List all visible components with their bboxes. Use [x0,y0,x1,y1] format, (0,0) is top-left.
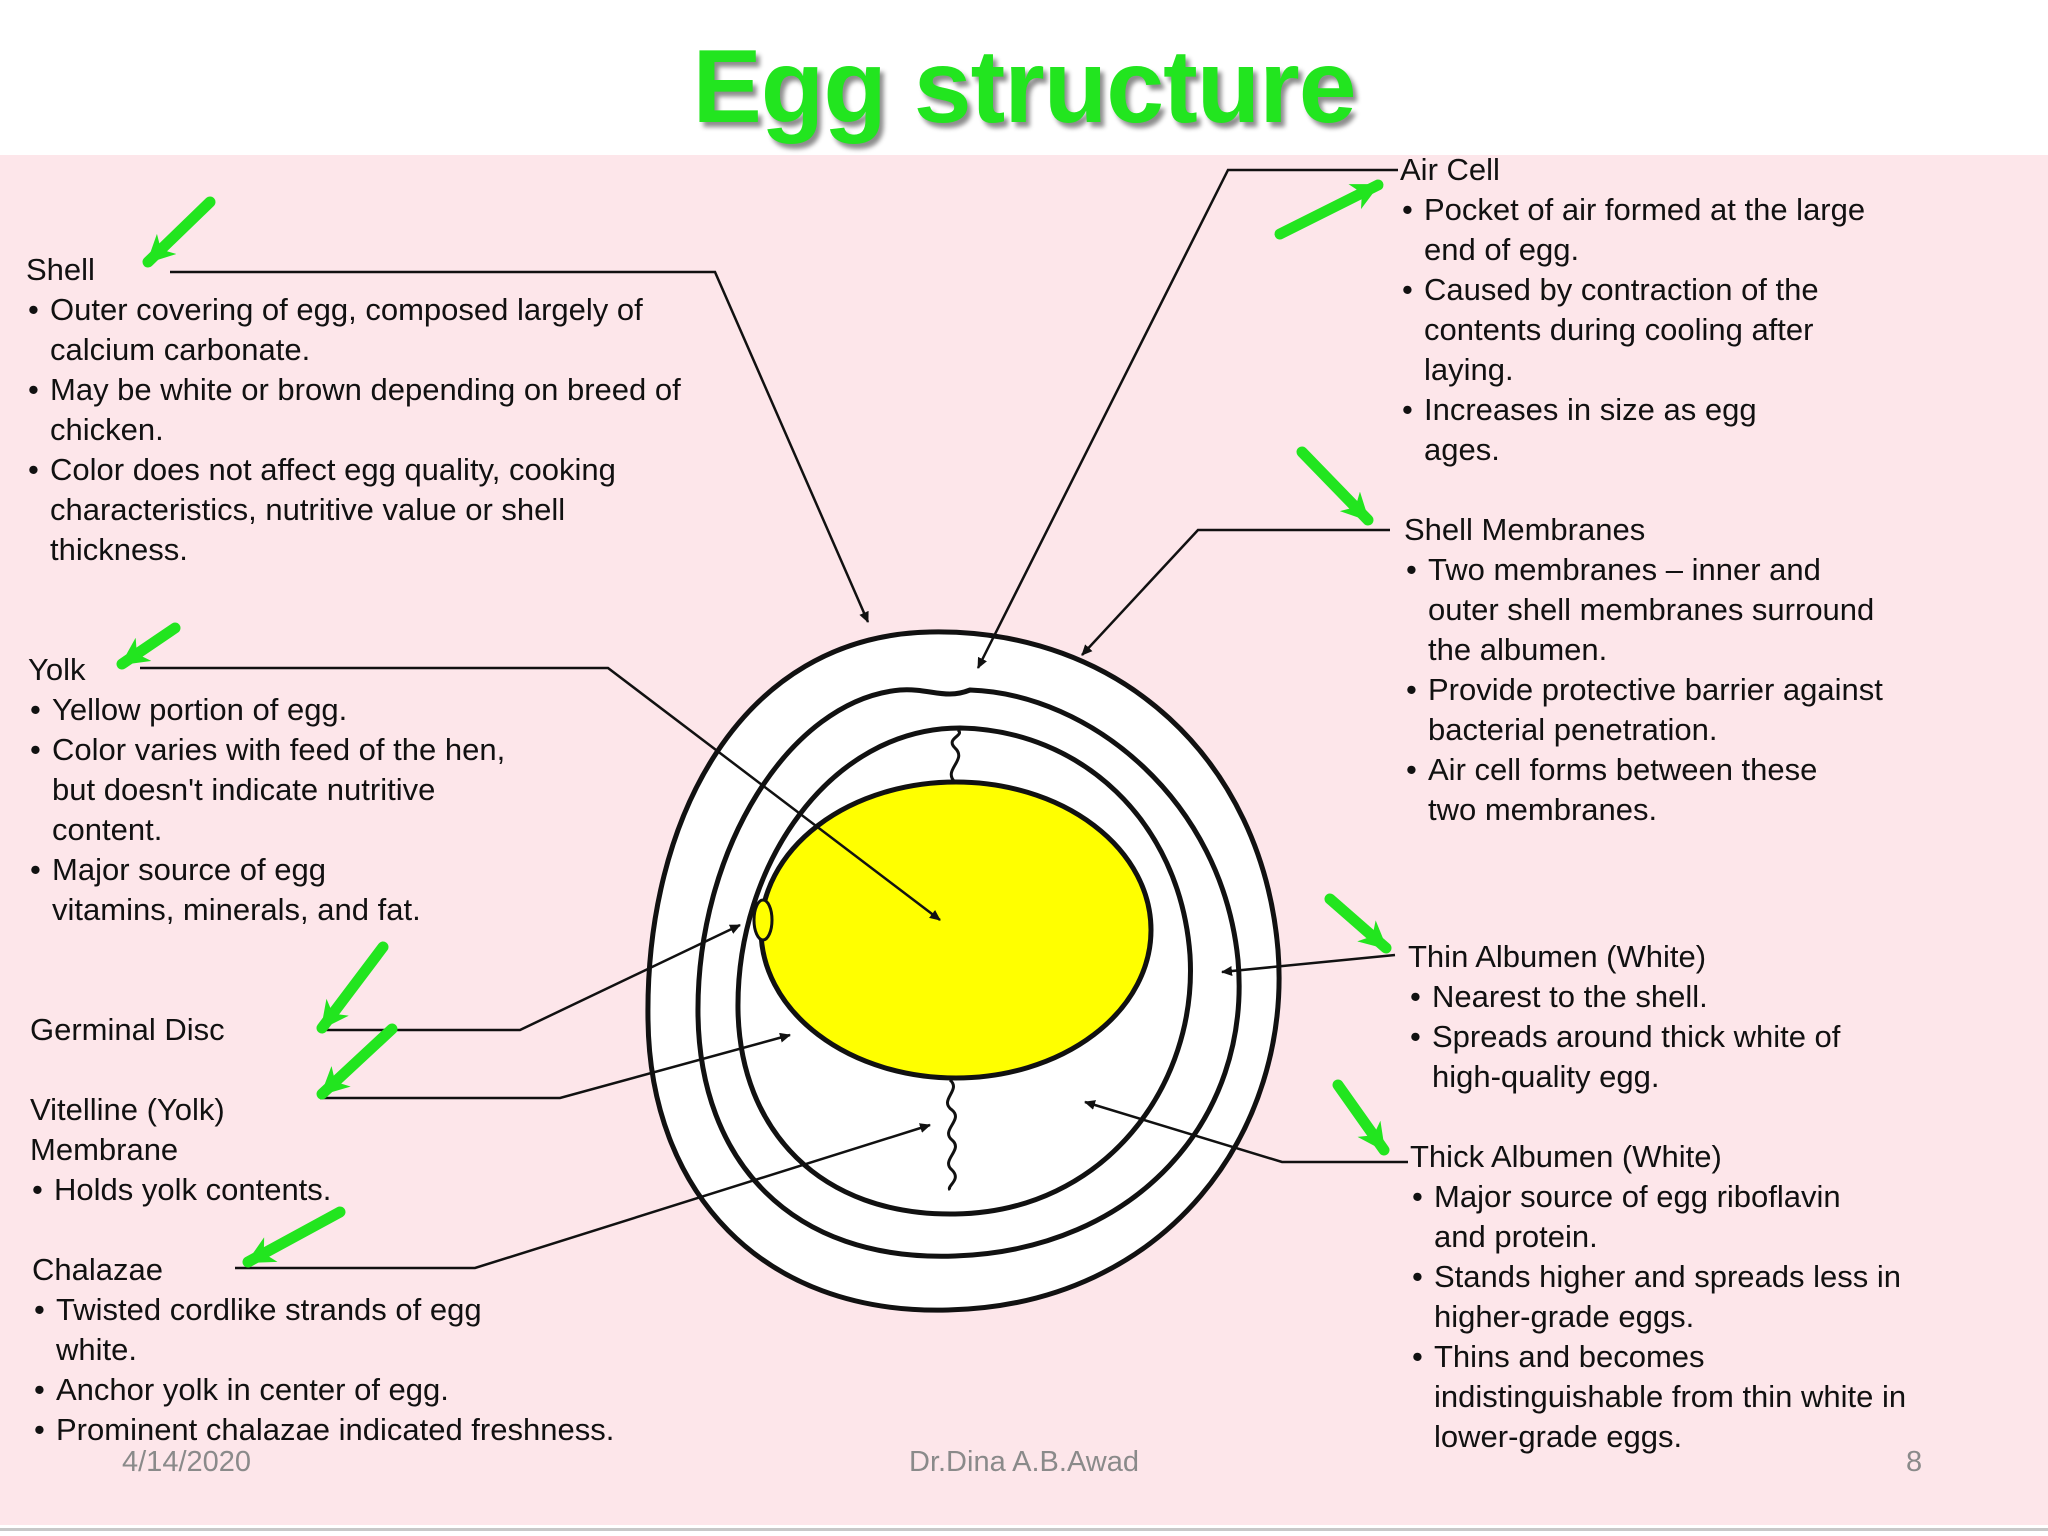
shell-bullet: Outer covering of egg, composed largely … [26,290,706,370]
slide-title: Egg structure [692,29,1356,145]
leader-shell [170,270,870,623]
green-arrow-chalazae [242,1206,346,1268]
shell-membranes-label-block: Shell Membranes Two membranes – inner an… [1404,510,1904,830]
yolk-title: Yolk [28,652,86,687]
green-arrow-air-cell [1274,179,1384,240]
shell-membranes-title: Shell Membranes [1404,512,1646,547]
shell-title: Shell [26,252,95,287]
chalaza-bottom [946,1078,957,1192]
chalazae-title: Chalazae [32,1252,163,1287]
chalaza-top [949,728,961,784]
thin-albumen-bullet: Nearest to the shell. [1408,977,1908,1017]
air-cell-bullet: Caused by contraction of the contents du… [1400,270,1864,390]
air-cell-label-block: Air Cell Pocket of air formed at the lar… [1400,150,1870,470]
vitelline-label-block: Vitelline (Yolk) Membrane Holds yolk con… [30,1090,450,1210]
leader-vitelline [320,1032,791,1100]
yolk-label-block: Yolk Yellow portion of egg. Color varies… [28,650,548,930]
air-cell-bullet: Pocket of air formed at the large end of… [1400,190,1870,270]
air-cell-title: Air Cell [1400,152,1500,187]
green-arrow-shell-membranes [1296,446,1374,526]
thick-albumen-bullet: Stands higher and spreads less in higher… [1410,1257,1974,1337]
green-arrow-vitelline [316,1023,398,1100]
shell-membranes-bullet: Provide protective barrier against bacte… [1404,670,1908,750]
air-cell-bullet: Increases in size as egg ages. [1400,390,1764,470]
green-arrow-germinal-disc [316,941,389,1034]
thin-albumen-label-block: Thin Albumen (White) Nearest to the shel… [1408,937,1908,1097]
leader-air-cell [976,168,1398,669]
yolk-bullet: Yellow portion of egg. [28,690,548,730]
thick-albumen-bullet: Thins and becomes indistinguishable from… [1410,1337,1934,1457]
green-arrow-thick-albumen [1332,1079,1390,1156]
shell-membranes-bullet: Air cell forms between these two membran… [1404,750,1848,830]
footer-page-number: 8 [1906,1446,1923,1478]
leader-thin-albumen [1221,953,1396,976]
shell-bullet: Color does not affect egg quality, cooki… [26,450,690,570]
footer-author: Dr.Dina A.B.Awad [909,1446,1139,1478]
germinal-disc-label-block: Germinal Disc [30,1010,225,1050]
footer-date: 4/14/2020 [122,1446,252,1478]
vitelline-bullet: Holds yolk contents. [30,1170,450,1210]
thick-albumen-title: Thick Albumen (White) [1410,1139,1722,1174]
shell-bullet: May be white or brown depending on breed… [26,370,690,450]
shell-membranes-bullet: Two membranes – inner and outer shell me… [1404,550,1898,670]
thin-albumen-title: Thin Albumen (White) [1408,939,1707,974]
germinal-disc-title: Germinal Disc [30,1012,225,1047]
thick-albumen-bullet: Major source of egg riboflavin and prote… [1410,1177,1854,1257]
leader-yolk [140,666,941,921]
vitelline-title: Vitelline (Yolk) Membrane [30,1092,225,1167]
yolk-bullet: Major source of egg vitamins, minerals, … [28,850,452,930]
yolk-shape [758,779,1154,1081]
chalazae-bullet: Anchor yolk in center of egg. [32,1370,832,1410]
green-arrow-shell [142,196,216,268]
leader-thick-albumen [1084,1100,1408,1164]
shell-label-block: Shell Outer covering of egg, composed la… [26,250,706,570]
thin-albumen-bullet: Spreads around thick white of high-quali… [1408,1017,1902,1097]
thick-albumen-label-block: Thick Albumen (White) Major source of eg… [1410,1137,1970,1457]
chalazae-label-block: Chalazae Twisted cordlike strands of egg… [32,1250,832,1450]
yolk-bullet: Color varies with feed of the hen, but d… [28,730,532,850]
leader-shell-membranes [1081,528,1390,656]
green-arrow-yolk [116,622,181,670]
green-arrow-thin-albumen [1324,893,1392,954]
chalazae-bullet: Prominent chalazae indicated freshness. [32,1410,832,1450]
germinal-disc-shape [752,898,774,942]
slide-bottom-border [0,1528,2048,1531]
leader-chalazae [235,1123,931,1270]
chalazae-bullet: Twisted cordlike strands of egg white. [32,1290,526,1370]
